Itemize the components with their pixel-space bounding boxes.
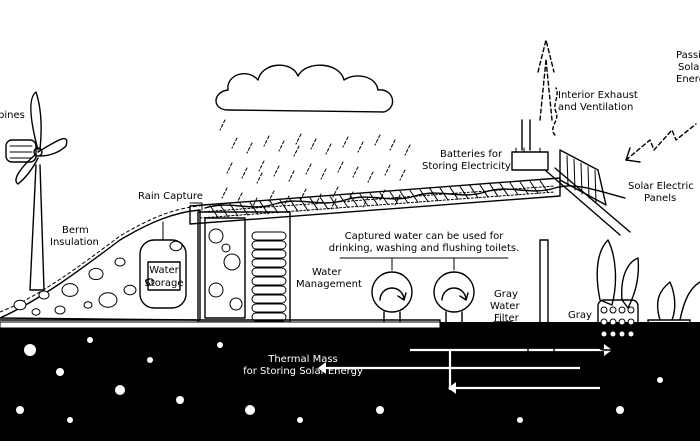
building-structure <box>189 119 631 323</box>
solar-panels-label-2: Panels <box>644 193 676 204</box>
solar-panels-label-1: Solar Electric <box>628 181 694 192</box>
gray-filter-label-2: Water <box>490 301 520 312</box>
gray-planter-label-2: Water <box>566 322 596 333</box>
batteries-label-1: Batteries for <box>440 149 503 160</box>
gray-planter-label-3: Planter <box>564 334 600 345</box>
water-storage-label-2: Storage <box>144 278 183 289</box>
water-storage-label-1: Water <box>149 265 179 276</box>
arrows <box>189 39 697 211</box>
captured-water-label-2: drinking, washing and flushing toilets. <box>329 243 520 254</box>
labels: pines Berm Insulation Rain Capture Batte… <box>0 50 700 345</box>
batteries-label-2: Storing Electricity <box>422 161 511 172</box>
water-management-label-1: Water <box>312 267 342 278</box>
wind-turbines-label: pines <box>0 110 25 121</box>
berm <box>0 205 201 321</box>
passive-solar-label-3: Energ <box>676 74 700 85</box>
thermal-mass-label-1: Thermal Mass <box>267 354 338 365</box>
gray-planter-label-1: Gray <box>568 310 592 321</box>
water-storage-tank: Water Storage <box>139 221 187 309</box>
left-edge-label: l <box>0 254 1 265</box>
interior-exhaust-label-1: Interior Exhaust <box>558 90 638 101</box>
rain-capture-label: Rain Capture <box>138 191 203 202</box>
gray-filter-label-3: Filter <box>494 313 520 324</box>
thermal-mass-label-2: for Storing Solar Energy <box>243 366 363 377</box>
interior-exhaust-label-2: and Ventilation <box>558 102 633 113</box>
berm-label-1: Berm <box>62 225 89 236</box>
rain <box>219 119 411 210</box>
passive-solar-label-1: Passi <box>676 50 700 61</box>
water-management-label-2: Management <box>296 279 362 290</box>
cloud <box>215 64 394 113</box>
berm-label-2: Insulation <box>50 237 99 248</box>
ground: Thermal Mass for Storing Solar Energy <box>0 319 700 441</box>
passive-solar-label-2: Sola <box>678 62 699 73</box>
wind-turbine <box>5 91 68 291</box>
gray-water-systems <box>493 239 700 357</box>
gray-filter-label-1: Gray <box>494 289 518 300</box>
captured-water-label-1: Captured water can be used for <box>345 231 505 242</box>
water-pumps <box>339 257 509 323</box>
